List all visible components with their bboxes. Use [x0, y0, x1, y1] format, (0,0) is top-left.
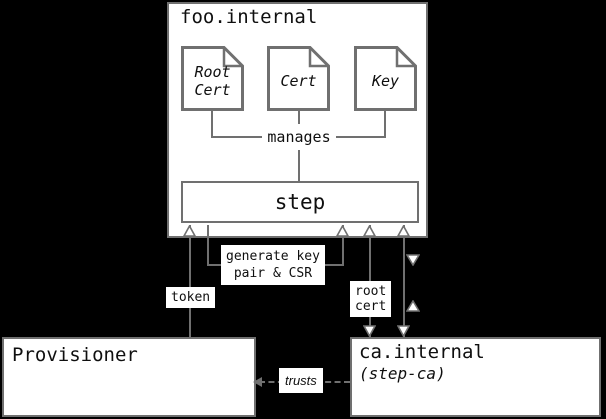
root-cert-label: Root Cert	[194, 62, 231, 99]
root-cert-edge-label: root cert	[350, 281, 392, 317]
arrow-up-icon	[335, 224, 350, 237]
document-icon	[354, 46, 417, 111]
doc1-connector-line	[211, 111, 213, 138]
arrow-up-icon	[362, 224, 377, 237]
arrow-down-icon	[396, 325, 411, 338]
doc2-connector-line	[298, 111, 300, 124]
token-edge-label: token	[166, 287, 216, 308]
cert-document: Cert	[266, 45, 331, 112]
root-cert-document: Root Cert	[180, 45, 245, 112]
manages-step-line	[298, 150, 300, 181]
provisioner-title: Provisioner	[12, 344, 138, 366]
arrow-up-icon	[405, 299, 421, 312]
cert-label: Cert	[280, 71, 317, 90]
generate-loop-right-line	[342, 225, 344, 266]
step-box: step	[181, 181, 419, 223]
csr-cert-line	[403, 225, 405, 337]
token-line	[189, 225, 191, 338]
trusts-edge-label: trusts	[279, 368, 323, 393]
arrow-down-icon	[405, 254, 421, 267]
document-icon	[267, 46, 330, 111]
arrow-up-icon	[396, 224, 411, 237]
doc3-connector-line	[384, 111, 386, 138]
bracket-left-line	[211, 136, 263, 138]
bracket-right-line	[336, 136, 386, 138]
arrow-up-icon	[182, 224, 197, 237]
key-label: Key	[371, 71, 400, 90]
generate-loop-left-line	[207, 225, 209, 266]
manages-label: manages	[262, 128, 336, 146]
ca-internal-title: ca.internal	[359, 341, 485, 363]
generate-key-csr-label: generate key pair & CSR	[221, 245, 325, 285]
provisioner-box	[2, 337, 256, 417]
step-label: step	[274, 190, 326, 214]
ca-internal-box	[350, 337, 601, 417]
arrow-down-icon	[362, 325, 377, 338]
ca-internal-subtitle: (step-ca)	[359, 364, 446, 383]
foo-internal-title: foo.internal	[180, 6, 318, 28]
key-document: Key	[353, 45, 418, 112]
arrow-left-icon	[252, 376, 263, 388]
document-icon	[181, 46, 244, 111]
